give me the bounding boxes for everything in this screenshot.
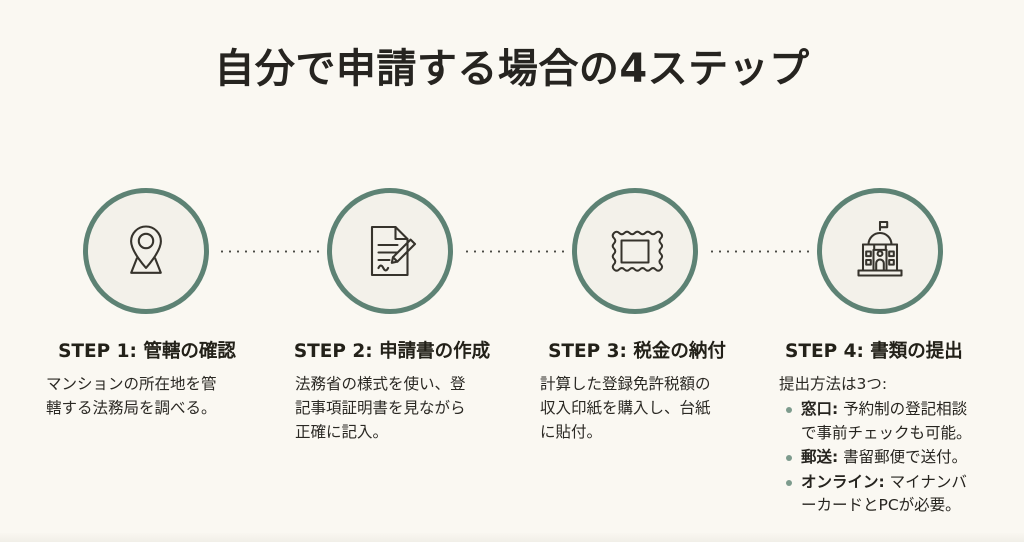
list-item: 郵送: 書留郵便で送付。 bbox=[785, 446, 993, 470]
connector-2-3 bbox=[463, 250, 565, 253]
map-pin-icon bbox=[109, 214, 183, 288]
bullet-dot-icon bbox=[786, 455, 792, 462]
step-2-heading: STEP 2: 申請書の作成 bbox=[293, 341, 491, 362]
step-icon-row bbox=[0, 188, 1024, 314]
list-item: 窓口: 予約制の登記相談 で事前チェックも可能。 bbox=[785, 398, 993, 445]
postage-stamp-icon bbox=[598, 214, 672, 288]
step-4-body: 提出方法は3つ: bbox=[771, 372, 993, 396]
step-1-heading: STEP 1: 管轄の確認 bbox=[58, 341, 236, 362]
list-item-text: マイナンバ bbox=[884, 472, 967, 491]
list-item-line: で事前チェックも可能。 bbox=[801, 423, 972, 442]
page-title: 自分で申請する場合の4ステップ bbox=[214, 46, 810, 92]
step-2-icon-circle bbox=[327, 188, 453, 314]
list-item-label: オンライン: bbox=[801, 472, 885, 491]
step-1-body-line: 轄する法務局を調べる。 bbox=[46, 399, 217, 418]
step-2-body-line: 正確に記入。 bbox=[295, 423, 389, 442]
step-3-heading: STEP 3: 税金の納付 bbox=[548, 341, 726, 362]
step-3-body-line: 計算した登録免許税額の bbox=[540, 375, 711, 394]
step-text-columns: STEP 1: 管轄の確認 マンションの所在地を管 轄する法務局を調べる。 ST… bbox=[0, 340, 1024, 540]
step-4-heading: STEP 4: 書類の提出 bbox=[785, 341, 963, 362]
document-pencil-icon bbox=[353, 214, 427, 288]
list-item-line: 郵送: 書留郵便で送付。 bbox=[801, 446, 993, 470]
step-3-icon-circle bbox=[572, 188, 698, 314]
step-1-body-line: マンションの所在地を管 bbox=[46, 375, 217, 394]
step-4-icon-circle bbox=[817, 188, 943, 314]
list-item-text: 予約制の登記相談 bbox=[838, 400, 968, 419]
list-item-line: 窓口: 予約制の登記相談 bbox=[801, 398, 993, 422]
step-2-body: 法務省の様式を使い、登 記事項証明書を見ながら 正確に記入。 bbox=[281, 372, 503, 444]
list-item: オンライン: マイナンバ ーカードとPCが必要。 bbox=[785, 471, 993, 518]
step-2-body-line: 法務省の様式を使い、登 bbox=[295, 375, 466, 394]
step-1-icon-circle bbox=[83, 188, 209, 314]
list-item-line: オンライン: マイナンバ bbox=[801, 471, 993, 495]
list-item-line: ーカードとPCが必要。 bbox=[801, 496, 961, 515]
step-column-4: STEP 4: 書類の提出 提出方法は3つ: 窓口: 予約制の登記相談 で事前チ… bbox=[771, 340, 993, 519]
step-column-2: STEP 2: 申請書の作成 法務省の様式を使い、登 記事項証明書を見ながら 正… bbox=[281, 340, 503, 444]
list-item-label: 窓口: bbox=[801, 400, 839, 419]
step-3-body-line: に貼付。 bbox=[540, 423, 603, 442]
connector-3-4 bbox=[708, 250, 810, 253]
list-item-label: 郵送: bbox=[801, 448, 839, 467]
step-4-body-line: 提出方法は3つ: bbox=[779, 375, 888, 394]
step-3-body-line: 収入印紙を購入し、台紙 bbox=[540, 399, 711, 418]
list-item-text: 書留郵便で送付。 bbox=[838, 448, 968, 467]
bullet-dot-icon bbox=[786, 407, 792, 414]
step-1-body: マンションの所在地を管 轄する法務局を調べる。 bbox=[36, 372, 258, 420]
connector-1-2 bbox=[218, 250, 320, 253]
bullet-dot-icon bbox=[786, 479, 792, 486]
step-3-body: 計算した登録免許税額の 収入印紙を購入し、台紙 に貼付。 bbox=[526, 372, 748, 444]
step-column-1: STEP 1: 管轄の確認 マンションの所在地を管 轄する法務局を調べる。 bbox=[36, 340, 258, 420]
step-column-3: STEP 3: 税金の納付 計算した登録免許税額の 収入印紙を購入し、台紙 に貼… bbox=[526, 340, 748, 444]
government-building-icon bbox=[843, 214, 917, 288]
submission-method-list: 窓口: 予約制の登記相談 で事前チェックも可能。 郵送: 書留郵便で送付。 オン… bbox=[771, 398, 993, 518]
step-2-body-line: 記事項証明書を見ながら bbox=[295, 399, 466, 418]
